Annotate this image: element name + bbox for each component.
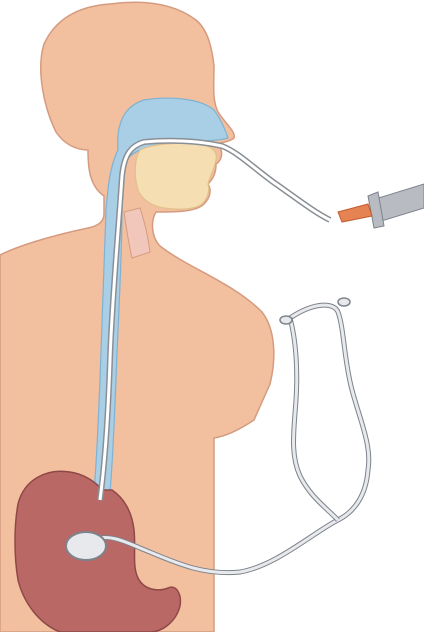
- syringe: [338, 184, 424, 228]
- earpiece-left-icon: [280, 316, 292, 324]
- chestpiece-icon: [66, 532, 106, 560]
- syringe-tip: [338, 204, 372, 222]
- jaw: [135, 143, 216, 209]
- stethoscope-tubing-left: [290, 318, 338, 520]
- earpiece-right-icon: [338, 298, 350, 306]
